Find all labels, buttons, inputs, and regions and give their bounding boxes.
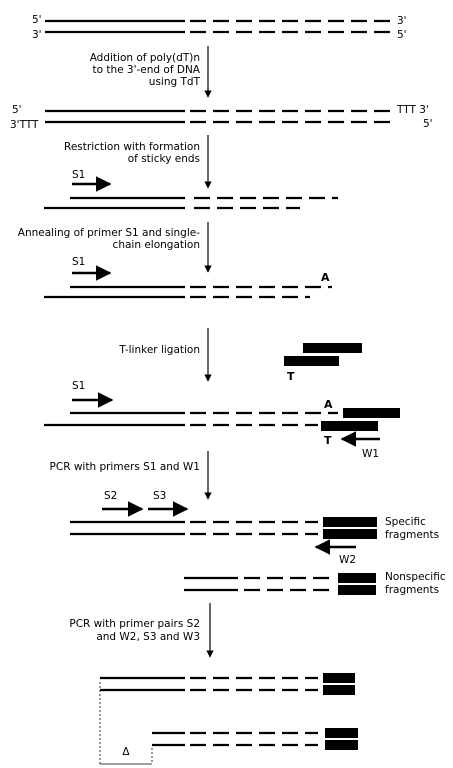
label-tail-3-prime: TTT 3': [396, 104, 429, 116]
step6-specific: S2 S3 Specific fragments W2: [70, 490, 439, 566]
linker-t-label: T: [287, 370, 295, 383]
arrow3-caption: Annealing of primer S1 and single- chain…: [18, 227, 200, 251]
label-3-prime: 3': [32, 29, 42, 41]
step5-dna: S1 A T W1: [44, 380, 400, 460]
linker-block: [323, 529, 377, 539]
caption-line: Annealing of primer S1 and single-: [18, 227, 200, 239]
label-3-prime-tail: 3'TTT: [10, 119, 39, 131]
caption-line: chain elongation: [113, 239, 200, 251]
primer-label: S2: [104, 490, 117, 502]
primer-label: S1: [72, 169, 85, 181]
linker-t-label: T: [324, 434, 332, 447]
label-5-prime: 5': [423, 118, 433, 130]
nonspecific-label: fragments: [385, 584, 439, 596]
caption-line: to the 3'-end of DNA: [92, 64, 200, 76]
step6-nonspecific: Nonspecific fragments: [184, 571, 446, 596]
linker-block: [325, 728, 358, 738]
caption-line: of sticky ends: [128, 153, 200, 165]
primer-label: S1: [72, 380, 85, 392]
step7-product-short: [152, 728, 358, 750]
caption-line: Restriction with formation: [64, 141, 200, 153]
caption-line: and W2, S3 and W3: [96, 631, 200, 643]
arrow2-caption: Restriction with formation of sticky end…: [64, 141, 200, 165]
caption-line: T-linker ligation: [118, 344, 200, 356]
caption-line: PCR with primer pairs S2: [69, 618, 200, 630]
specific-label: fragments: [385, 529, 439, 541]
label-5-prime: 5': [397, 29, 407, 41]
caption-line: using TdT: [149, 76, 201, 88]
linker-block: [284, 356, 339, 366]
caption-line: Addition of poly(dT)n: [90, 52, 200, 64]
linker-block: [323, 673, 355, 683]
step2-dna: 5' 3'TTT TTT 3' 5': [10, 104, 433, 131]
caption-line: PCR with primers S1 and W1: [50, 461, 200, 473]
nonspecific-label: Nonspecific: [385, 571, 446, 583]
linker-block: [323, 685, 355, 695]
primer-label: S1: [72, 256, 85, 268]
linker-block: [321, 421, 378, 431]
specific-label: Specific: [385, 516, 426, 528]
linker-block: [338, 585, 376, 595]
t-linker: T: [284, 343, 362, 383]
delta-length-indicator: Δ: [99, 682, 153, 765]
label-5-prime: 5': [12, 104, 22, 116]
arrow6-caption: PCR with primer pairs S2 and W2, S3 and …: [69, 618, 200, 643]
step3-dna: S1: [44, 169, 338, 210]
overhang-label: A: [321, 271, 330, 284]
label-3-prime: 3': [397, 15, 407, 27]
primer-label: W2: [339, 554, 356, 566]
overhang-label: A: [324, 398, 333, 411]
linker-block: [323, 517, 377, 527]
linker-block: [325, 740, 358, 750]
label-5-prime: 5': [32, 14, 42, 26]
linker-block: [303, 343, 362, 353]
step7-product-long: [100, 673, 355, 695]
arrow1-caption: Addition of poly(dT)n to the 3'-end of D…: [90, 52, 201, 88]
step4-dna: S1 A: [44, 256, 332, 299]
linker-block: [338, 573, 376, 583]
step1-dna: 5' 3' 3' 5': [32, 14, 407, 41]
primer-label: S3: [153, 490, 166, 502]
primer-label: W1: [362, 448, 379, 460]
linker-block: [343, 408, 400, 418]
delta-label: Δ: [122, 746, 130, 758]
